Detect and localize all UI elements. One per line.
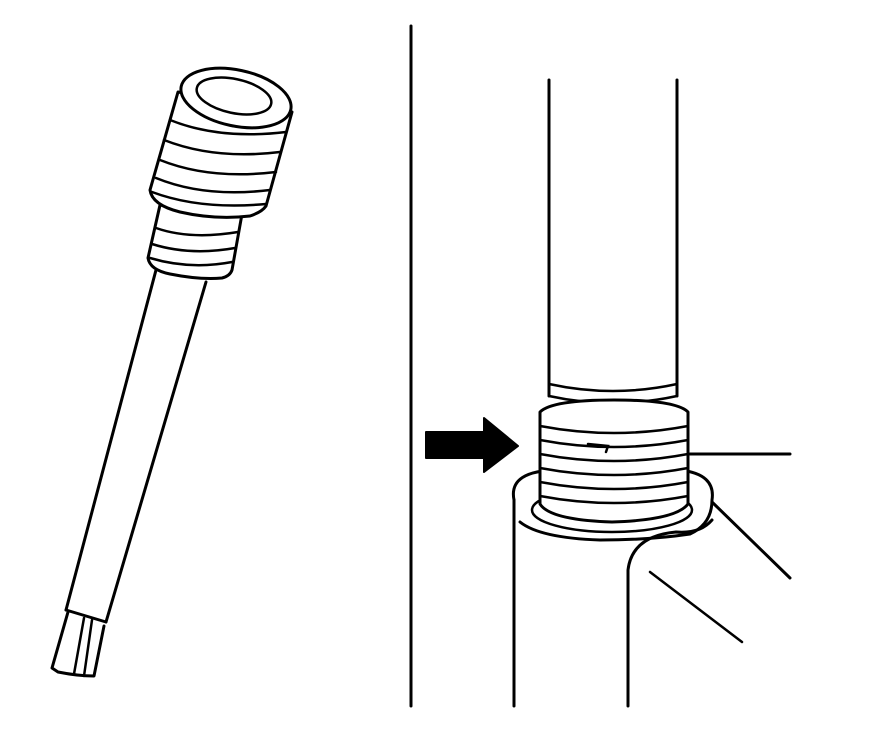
tool-tip bbox=[50, 610, 106, 678]
pointer-arrow-icon bbox=[425, 417, 519, 473]
installation-illustration bbox=[425, 78, 792, 708]
tool-shaft bbox=[64, 268, 208, 624]
tool-threaded-head bbox=[148, 66, 294, 219]
tool-small-threads bbox=[146, 203, 244, 280]
main-tube bbox=[547, 78, 679, 398]
tool-illustration bbox=[50, 66, 294, 678]
threaded-fitting bbox=[538, 398, 690, 524]
